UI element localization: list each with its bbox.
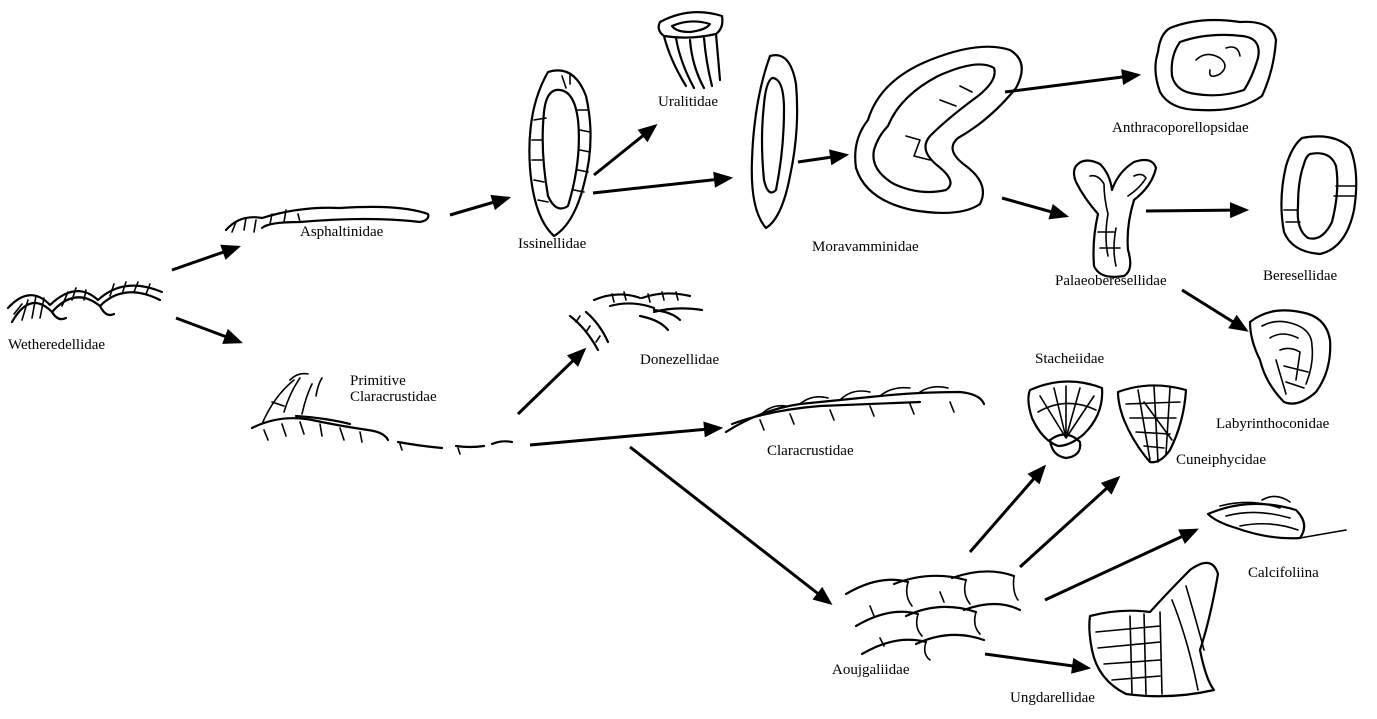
label-claracrustidae: Claracrustidae: [767, 443, 854, 459]
arrow-issinellidae-uralitidae: [594, 126, 655, 175]
arrow-wetheredellidae-asphaltinidae: [172, 247, 238, 270]
arrow-aoujgaliidae-cuneiphycidae: [1020, 478, 1118, 567]
label-moravamminidae: Moravamminidae: [812, 239, 919, 255]
label-anthracoporellopsidae: Anthracoporellopsidae: [1112, 120, 1249, 136]
label-issinellidae: Issinellidae: [518, 236, 586, 252]
uralitidae-illustration: [659, 12, 723, 88]
label-stacheiidae: Stacheiidae: [1035, 351, 1104, 367]
arrow-aoujgaliidae-ungdarellidae: [985, 654, 1088, 668]
arrow-primitive-claracrustidae-claracrustidae: [530, 428, 720, 445]
donezellidae-illustration: [570, 292, 702, 350]
ungdarellidae-illustration: [1089, 563, 1218, 696]
anthracoporellopsidae-illustration: [1155, 20, 1276, 110]
moravamminidae-ancestor-illustration: [752, 55, 797, 228]
labyrinthoconidae-illustration: [1250, 310, 1330, 403]
aoujgaliidae-illustration: [846, 571, 1020, 660]
label-donezellidae: Donezellidae: [640, 352, 719, 368]
label-primitive-claracrustidae: Primitive Claracrustidae: [350, 373, 437, 405]
arrow-wetheredellidae-primitive-claracrustidae: [176, 318, 240, 342]
arrow-moravamminidae-anthracoporellopsidae: [1005, 75, 1138, 92]
label-calcifoliina: Calcifoliina: [1248, 565, 1319, 581]
arrow-issinellidae-moravamminidae: [593, 178, 730, 193]
label-beresellidae: Beresellidae: [1263, 268, 1337, 284]
arrow-to-moravamminidae: [798, 155, 846, 162]
wetheredellidae-illustration: [8, 282, 162, 322]
arrow-palaeoberesellidae-beresellidae: [1146, 210, 1246, 211]
label-labyrinthoconidae: Labyrinthoconidae: [1216, 416, 1329, 432]
label-cuneiphycidae: Cuneiphycidae: [1176, 452, 1266, 468]
label-palaeoberesellidae: Palaeoberesellidae: [1055, 273, 1167, 289]
label-wetheredellidae: Wetheredellidae: [8, 337, 105, 353]
label-ungdarellidae: Ungdarellidae: [1010, 690, 1095, 706]
label-uralitidae: Uralitidae: [658, 94, 718, 110]
calcifoliina-illustration: [1208, 496, 1346, 538]
arrow-aoujgaliidae-stacheiidae: [970, 467, 1044, 552]
stacheiidae-illustration: [1028, 381, 1102, 458]
label-asphaltinidae: Asphaltinidae: [300, 224, 383, 240]
cuneiphycidae-illustration: [1118, 385, 1186, 462]
label-aoujgaliidae: Aoujgaliidae: [832, 662, 909, 678]
moravamminidae-illustration: [855, 47, 1022, 213]
arrows: [172, 75, 1246, 668]
beresellidae-illustration: [1281, 136, 1356, 254]
claracrustidae-illustration: [726, 387, 984, 432]
arrow-palaeoberesellidae-labyrinthoconidae: [1182, 290, 1246, 330]
arrow-primitive-claracrustidae-donezellidae: [518, 350, 584, 414]
arrow-asphaltinidae-issinellidae: [450, 198, 508, 215]
palaeoberesellidae-illustration: [1074, 160, 1156, 277]
issinellidae-illustration: [529, 70, 590, 236]
arrow-aoujgaliidae-calcifoliina: [1045, 530, 1196, 600]
arrow-moravamminidae-palaeoberesellidae: [1002, 198, 1066, 216]
arrow-primitive-claracrustidae-aoujgaliidae: [630, 447, 830, 603]
